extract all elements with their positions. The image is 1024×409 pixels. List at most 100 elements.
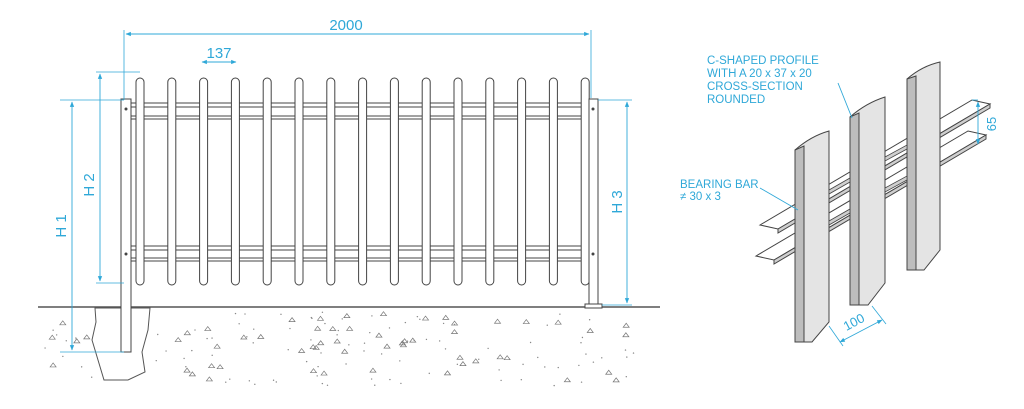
ground-speck <box>388 327 391 329</box>
ground-speck <box>399 360 401 362</box>
ground-speck <box>537 356 539 359</box>
ground-stone <box>329 325 337 331</box>
ground-speck <box>529 341 532 344</box>
ground-speck <box>444 348 447 350</box>
ground-speck <box>157 333 159 336</box>
ground-stone <box>459 361 467 366</box>
ground-speck <box>406 340 409 342</box>
dimension-spacing: 137 <box>201 45 237 65</box>
ground-speck <box>55 334 58 336</box>
picket-front <box>794 130 830 343</box>
ground-speck <box>404 321 407 324</box>
ground-speck <box>588 319 591 321</box>
ground-speck <box>275 381 277 383</box>
ground-stone <box>313 325 322 331</box>
ground-stone <box>343 313 351 318</box>
picket <box>199 77 209 286</box>
ground-stone <box>400 338 409 344</box>
dimension-h3: H 3 <box>598 99 632 306</box>
ground-speck <box>185 366 187 368</box>
ground-stone <box>369 367 377 373</box>
ground-speck <box>478 358 480 360</box>
dimension-bar-spacing: 65 <box>972 99 999 145</box>
ground-speck <box>234 312 237 315</box>
ground-speck <box>453 323 456 326</box>
ground-stone <box>622 332 630 338</box>
ground-stone <box>288 317 296 322</box>
ground-speck <box>626 356 628 358</box>
ground-speck <box>487 347 489 350</box>
picket <box>517 77 527 286</box>
ground-stone <box>586 327 594 333</box>
ground-speck <box>580 342 582 344</box>
ground-speck <box>238 323 240 325</box>
ground-stone <box>257 333 265 339</box>
ground-speck <box>253 328 255 330</box>
ground-stone <box>73 338 81 344</box>
ground-stone <box>345 325 354 331</box>
ground-speck <box>580 381 583 383</box>
ground-speck <box>544 366 546 368</box>
dimension-h2-label: H 2 <box>81 173 98 196</box>
ground-speck <box>363 350 365 352</box>
picket <box>485 77 495 286</box>
ground-stone <box>204 325 212 331</box>
ground-speck <box>374 384 376 386</box>
picket <box>135 77 145 286</box>
ground-speck <box>400 382 402 385</box>
ground-stone <box>309 368 318 374</box>
ground-texture <box>44 311 635 387</box>
profile-line-3: CROSS-SECTION <box>707 81 803 93</box>
bearing-line-1: BEARING BAR <box>680 179 759 191</box>
ground-speck <box>341 318 343 320</box>
picket <box>421 77 431 286</box>
dimension-bar-spacing-label: 65 <box>984 117 999 131</box>
ground-stone <box>183 367 191 373</box>
picket <box>294 77 304 286</box>
ground-speck <box>442 322 445 325</box>
ground-stone <box>183 330 192 336</box>
ground-speck <box>90 376 93 378</box>
ground-speck <box>194 329 196 331</box>
ground-speck <box>389 378 391 381</box>
ground-speck <box>320 352 322 354</box>
ground-speck <box>211 354 213 357</box>
ground-stone <box>207 363 216 369</box>
ground-speck <box>336 334 338 336</box>
ground-speck <box>248 380 251 382</box>
picket <box>326 77 336 286</box>
ground-stone <box>443 370 452 376</box>
ground-speck <box>581 336 584 339</box>
dimension-h3-label: H 3 <box>609 190 626 213</box>
post-right <box>588 98 599 309</box>
ground-speck <box>500 379 502 382</box>
picket-back <box>906 61 941 271</box>
ground-stone <box>622 322 630 328</box>
pickets <box>135 77 590 286</box>
ground-speck <box>44 347 46 349</box>
ground-stone <box>312 344 320 350</box>
ground-stone <box>472 358 480 364</box>
ground-stone <box>174 336 182 342</box>
ground-speck <box>337 329 339 332</box>
ground-stone <box>496 354 504 360</box>
ground-speck <box>272 379 275 381</box>
ground-speck <box>305 360 308 363</box>
ground-speck <box>419 318 421 321</box>
ground-stone <box>320 370 328 376</box>
ground-speck <box>321 311 324 313</box>
ground-speck <box>413 339 415 342</box>
ground-stone <box>379 311 388 317</box>
ground-speck <box>585 353 587 355</box>
fence-elevation <box>120 77 603 353</box>
ground-speck <box>75 338 77 341</box>
ground-speck <box>206 337 208 340</box>
ground-stone <box>49 362 57 368</box>
dimension-h1-label: H 1 <box>53 214 70 237</box>
ground-speck <box>557 366 559 369</box>
profile-line-1: C-SHAPED PROFILE <box>707 55 819 67</box>
dimension-spacing-label: 137 <box>206 45 231 62</box>
ground-speck <box>183 357 185 360</box>
ground-speck <box>324 322 326 325</box>
